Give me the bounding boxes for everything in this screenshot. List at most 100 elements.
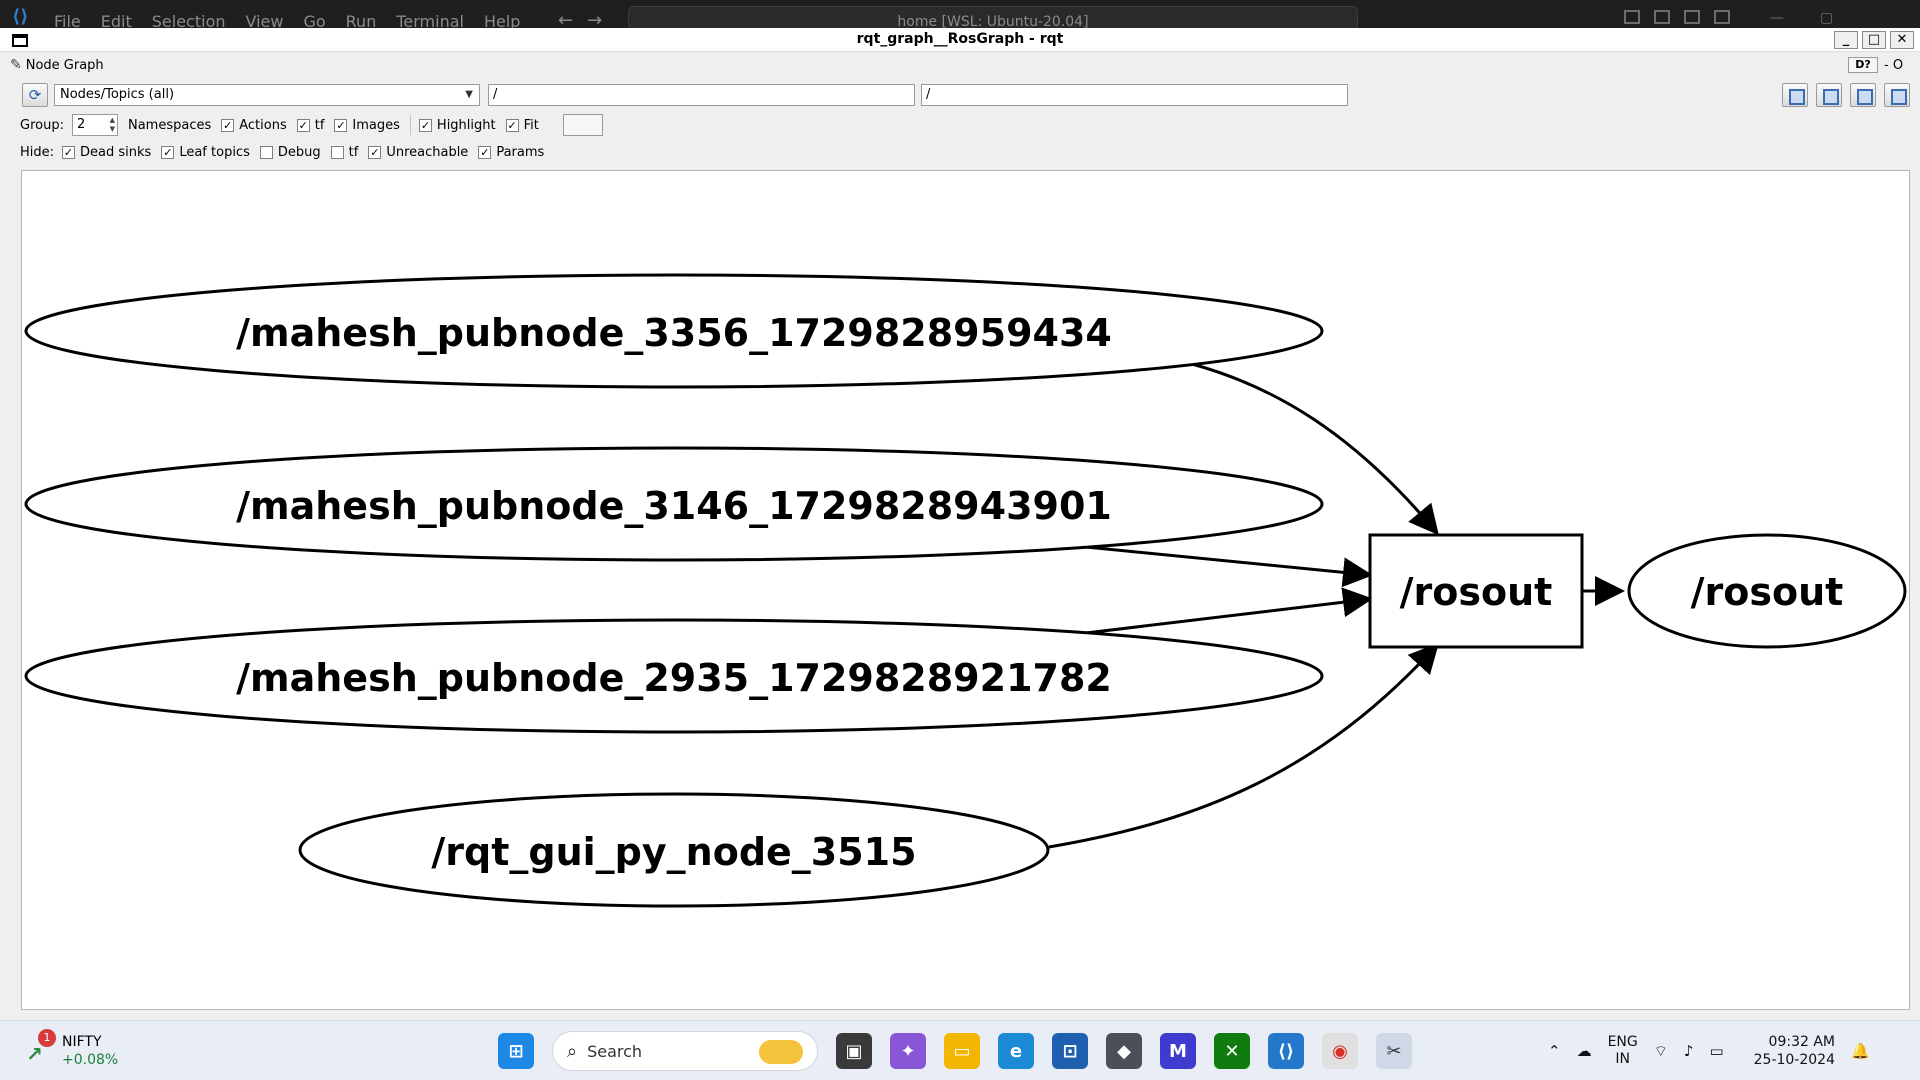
taskbar-apps: ⊞ ⌕ Search ▣ ✦ ▭ e ⊡ ◆ M ✕ ⟨⟩ ◉ ✂ <box>498 1031 1412 1071</box>
fit-in-view-button[interactable] <box>562 114 603 136</box>
graph-type-value: Nodes/Topics (all) <box>60 87 175 102</box>
vscode-icon[interactable]: ⟨⟩ <box>1268 1033 1304 1069</box>
graph-type-select[interactable]: Nodes/Topics (all) ▼ <box>54 84 480 106</box>
debug-checkbox[interactable]: Debug <box>259 145 321 160</box>
options-row: Group: 2▲▼ Namespaces ✓Actions ✓tf ✓Imag… <box>20 114 603 136</box>
edge-browser-icon[interactable]: e <box>998 1033 1034 1069</box>
onedrive-icon[interactable]: ☁ <box>1576 1042 1592 1060</box>
hide-tf-checkbox[interactable]: tf <box>330 145 358 160</box>
graph-node[interactable]: /rqt_gui_py_node_3515 <box>298 792 1050 908</box>
stock-name: NIFTY <box>62 1034 102 1050</box>
minimize-button[interactable]: _ <box>1834 31 1858 49</box>
windows-start-icon[interactable]: ⊞ <box>498 1033 534 1069</box>
notification-bell-icon[interactable]: 🔔 <box>1851 1042 1870 1060</box>
hide-row: Hide: ✓Dead sinks ✓Leaf topics Debug tf … <box>20 145 554 160</box>
save-image-icon[interactable] <box>1884 83 1910 107</box>
task-view-icon[interactable]: ▣ <box>836 1033 872 1069</box>
node-label: /mahesh_pubnode_2935_1729828921782 <box>236 656 1112 700</box>
leaf-topics-checkbox[interactable]: ✓Leaf topics <box>161 145 250 160</box>
fit-checkbox[interactable]: ✓Fit <box>505 117 539 133</box>
refresh-button[interactable]: ⟳ <box>22 83 48 107</box>
save-dot-icon[interactable] <box>1816 83 1842 107</box>
refresh-icon: ⟳ <box>28 86 42 104</box>
load-dot-icon[interactable] <box>1782 83 1808 107</box>
group-spinbox[interactable]: 2▲▼ <box>71 114 118 136</box>
chevron-up-icon[interactable]: ⌃ <box>1548 1042 1561 1060</box>
menu-go[interactable]: Go <box>303 12 326 31</box>
menu-run[interactable]: Run <box>345 12 377 31</box>
clock-date: 25-10-2024 <box>1753 1052 1835 1068</box>
vscode-command-center[interactable]: home [WSL: Ubuntu-20.04] <box>628 6 1358 30</box>
menu-edit[interactable]: Edit <box>100 12 132 31</box>
save-svg-icon[interactable] <box>1850 83 1876 107</box>
params-checkbox[interactable]: ✓Params <box>478 145 545 160</box>
notification-badge: 1 <box>38 1029 56 1047</box>
search-icon: ⌕ <box>567 1040 578 1062</box>
spin-arrows-icon[interactable]: ▲▼ <box>109 116 115 133</box>
graph-node[interactable]: /mahesh_pubnode_3356_1729828959434 <box>24 273 1324 389</box>
help-icon[interactable]: D? <box>1848 57 1878 73</box>
hide-label: Hide: <box>20 145 55 160</box>
toolbar-separator <box>409 115 411 135</box>
graph-node[interactable]: /rosout <box>1627 533 1907 649</box>
highlight-checkbox[interactable]: ✓Highlight <box>418 117 496 133</box>
close-button[interactable]: ✕ <box>1890 31 1914 49</box>
topic-label: /rosout <box>1400 570 1553 614</box>
left-edge <box>0 52 8 1020</box>
graph-node[interactable]: /mahesh_pubnode_2935_1729828921782 <box>24 618 1324 734</box>
volume-icon[interactable]: ♪ <box>1683 1042 1694 1060</box>
vscode-window-controls[interactable]: —▢ <box>1770 10 1834 26</box>
edge-n2-rosout <box>1085 545 1373 588</box>
copilot-icon[interactable]: ✦ <box>890 1033 926 1069</box>
app-m-icon[interactable]: M <box>1160 1033 1196 1069</box>
dock-controls: D? - O <box>1848 57 1903 73</box>
system-tray: ⌃ ☁ ENG IN ⌔ ♪ ▭ 09:32 AM 25-10-2024 🔔 <box>1548 1033 1870 1069</box>
menu-terminal[interactable]: Terminal <box>396 12 464 31</box>
menu-file[interactable]: File <box>54 12 81 31</box>
graph-topic[interactable]: /rosout <box>1368 533 1584 649</box>
clock[interactable]: 09:32 AM 25-10-2024 <box>1754 1033 1835 1069</box>
edge-n3-rosout <box>1085 587 1373 635</box>
taskbar-search[interactable]: ⌕ Search <box>552 1031 818 1071</box>
stock-widget[interactable]: ↗ 1 NIFTY +0.08% <box>24 1029 118 1069</box>
wifi-icon[interactable]: ⌔ <box>1653 1041 1668 1060</box>
graph-canvas[interactable]: /mahesh_pubnode_3356_1729828959434 /mahe… <box>21 170 1910 1010</box>
group-label: Group: <box>20 117 64 133</box>
dock-title: ✎ Node Graph <box>10 57 104 73</box>
stock-chart-icon: ↗ 1 <box>24 1029 56 1064</box>
maximize-button[interactable]: □ <box>1862 31 1886 49</box>
dock-close-label[interactable]: - O <box>1884 57 1904 73</box>
xbox-icon[interactable]: ✕ <box>1214 1033 1250 1069</box>
tf-checkbox[interactable]: ✓tf <box>296 117 325 133</box>
node-label: /mahesh_pubnode_3146_1729828943901 <box>236 484 1112 528</box>
vscode-back-forward-icon[interactable]: ←→ <box>558 10 617 31</box>
vscode-layout-icons[interactable] <box>1624 10 1730 24</box>
node-filter-input[interactable]: / <box>488 84 915 106</box>
battery-icon[interactable]: ▭ <box>1709 1042 1724 1060</box>
microsoft-store-icon[interactable]: ⊡ <box>1052 1033 1088 1069</box>
graph-node[interactable]: /mahesh_pubnode_3146_1729828943901 <box>24 446 1324 562</box>
topic-filter-input[interactable]: / <box>921 84 1348 106</box>
chrome-icon[interactable]: ◉ <box>1322 1033 1358 1069</box>
rqt-app-icon[interactable]: ✂ <box>1376 1033 1412 1069</box>
app-cube-icon[interactable]: ◆ <box>1106 1033 1142 1069</box>
dead-sinks-checkbox[interactable]: ✓Dead sinks <box>62 145 152 160</box>
menu-help[interactable]: Help <box>483 12 521 31</box>
vscode-menu-bar: File Edit Selection View Go Run Terminal… <box>54 12 520 31</box>
wrench-icon: ✎ <box>10 57 22 73</box>
vscode-logo-icon: ⟨⟩ <box>12 6 29 27</box>
actions-checkbox[interactable]: ✓Actions <box>221 117 287 133</box>
menu-view[interactable]: View <box>245 12 284 31</box>
node-label: /rosout <box>1691 570 1844 614</box>
chevron-down-icon: ▼ <box>465 89 473 100</box>
images-checkbox[interactable]: ✓Images <box>334 117 400 133</box>
namespaces-checkbox[interactable]: Namespaces <box>127 117 212 133</box>
search-placeholder: Search <box>587 1041 643 1061</box>
clock-time: 09:32 AM <box>1768 1034 1835 1050</box>
vscode-titlebar: ⟨⟩ File Edit Selection View Go Run Termi… <box>0 0 1920 31</box>
file-explorer-icon[interactable]: ▭ <box>944 1033 980 1069</box>
unreachable-checkbox[interactable]: ✓Unreachable <box>368 145 469 160</box>
window-icon <box>12 34 28 47</box>
menu-selection[interactable]: Selection <box>151 12 226 31</box>
language-indicator[interactable]: ENG IN <box>1607 1034 1638 1067</box>
